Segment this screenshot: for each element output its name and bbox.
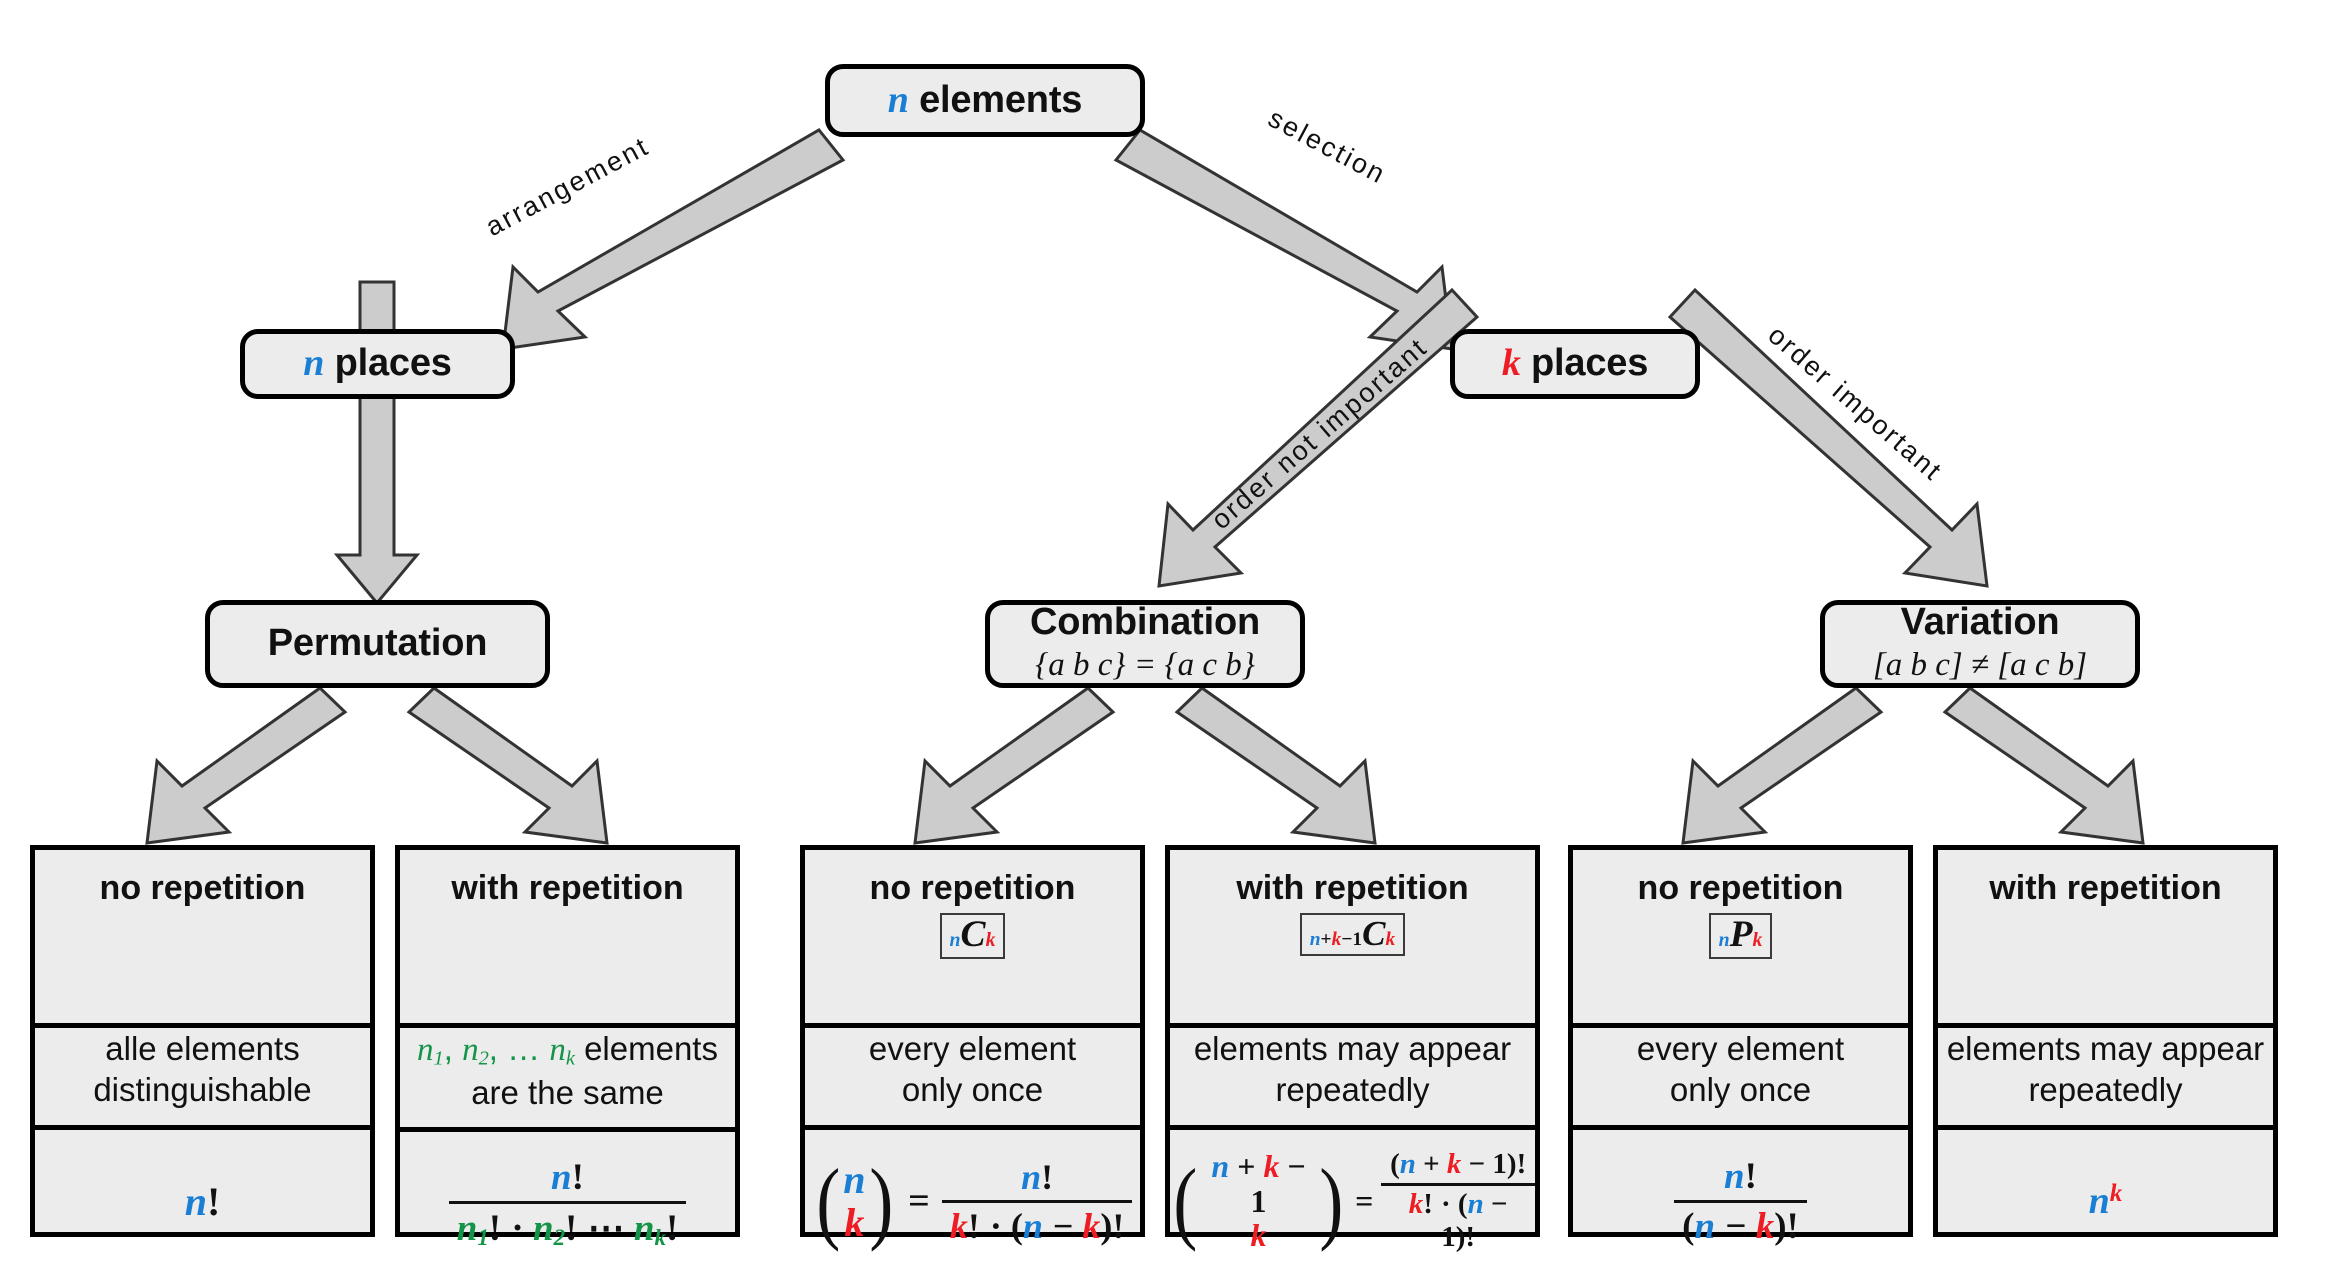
edge-label-order-not-important: order not important [1205,331,1434,536]
leaf-desc-line: elements may appear [1946,1030,2265,1067]
symbol-k: k [1501,342,1521,385]
leaf-top: no repetition nPk [1573,850,1908,1028]
leaf-head: with repetition [1236,869,1469,907]
leaf-description: elements may appear repeatedly [1170,1028,1535,1125]
leaf-desc-line: repeatedly [1275,1071,1430,1109]
leaf-permutation-no-repetition[interactable]: no repetition alle elements distinguisha… [30,845,375,1237]
leaf-formula: nk [1938,1124,2273,1273]
leaf-desc-line: alle elements [105,1030,300,1067]
symbol-n: n [887,78,909,121]
arrow-order-important [1667,287,1989,588]
leaf-formula: ( n k ) = n! k! · (n − k)! [805,1124,1140,1273]
node-variation[interactable]: Variation [a b c] ≠ [a c b] [1820,600,2140,688]
leaf-desc-line: distinguishable [93,1071,312,1109]
arrow-variation-right [1942,686,2145,845]
leaf-desc-line: are the same [471,1074,664,1112]
edge-label-selection: selection [1263,102,1392,190]
leaf-formula: n! (n − k)! [1573,1124,1908,1273]
node-permutation[interactable]: Permutation [205,600,550,688]
leaf-description: alle elements distinguishable [35,1028,370,1125]
leaf-desc-line: every element [1636,1030,1845,1067]
leaf-combination-with-repetition[interactable]: with repetition n+k−1Ck elements may app… [1165,845,1540,1253]
symbol-n: n [303,342,325,385]
arrow-permutation-left [145,686,348,845]
leaf-head: no repetition [1637,869,1844,907]
node-n-elements[interactable]: n elements [825,64,1145,137]
arrow-selection [1113,128,1454,351]
leaf-formula: n! n1! · n2! ⋯ nk! [400,1127,735,1275]
leaf-head: with repetition [1989,869,2222,907]
node-n-elements-label: n elements [887,78,1083,121]
node-combination-title: Combination [1030,601,1260,644]
leaf-top: no repetition nCk [805,850,1140,1028]
leaf-desc-line: every element [868,1030,1077,1067]
arrow-permutation-right [406,686,609,845]
leaf-description: elements may appear repeatedly [1938,1028,2273,1125]
leaf-head: with repetition [451,869,684,907]
node-n-places-text: places [334,342,452,385]
arrow-variation-left [1681,686,1884,845]
node-variation-title: Variation [1900,601,2060,644]
leaf-formula: ( n + k − 1 k ) = (n + k − 1)! k! · (n −… [1170,1124,1535,1273]
leaf-formula: n! [35,1124,370,1273]
leaf-permutation-with-repetition[interactable]: with repetition n1, n2, … nk elements ar… [395,845,740,1250]
arrow-combination-left [913,686,1116,845]
arrow-arrangement [501,128,846,351]
leaf-head: no repetition [99,869,306,907]
leaf-desc-line: only once [1669,1071,1812,1109]
leaf-desc-line: elements may appear [1193,1030,1512,1067]
leaf-top: with repetition [400,850,735,1028]
leaf-description: every element only once [1573,1028,1908,1125]
leaf-combination-no-repetition[interactable]: no repetition nCk every element only onc… [800,845,1145,1247]
leaf-desc-line: repeatedly [2028,1071,2183,1109]
node-k-places-text: places [1531,342,1649,385]
node-combination[interactable]: Combination {a b c} = {a c b} [985,600,1305,688]
notation-nPk: nPk [1708,913,1773,959]
leaf-head: no repetition [869,869,1076,907]
node-k-places-label: k places [1501,342,1649,385]
node-k-places[interactable]: k places [1450,329,1700,399]
leaf-desc-line: n1, n2, … nk elements [417,1030,718,1070]
node-n-places[interactable]: n places [240,329,515,399]
leaf-desc-line: only once [901,1071,1044,1109]
arrow-combination-right [1174,686,1377,845]
notation-npk-1Ck: n+k−1Ck [1299,913,1406,957]
leaf-variation-with-repetition[interactable]: with repetition elements may appear repe… [1933,845,2278,1237]
node-n-places-label: n places [303,342,452,385]
edge-label-order-important: order important [1762,319,1949,488]
notation-nCk: nCk [939,913,1006,959]
node-permutation-title: Permutation [267,622,488,665]
leaf-description: n1, n2, … nk elements are the same [400,1028,735,1127]
edge-label-arrangement: arrangement [480,130,655,243]
node-combination-sub: {a b c} = {a c b} [1035,646,1255,683]
leaf-top: with repetition n+k−1Ck [1170,850,1535,1028]
leaf-top: no repetition [35,850,370,1028]
leaf-top: with repetition [1938,850,2273,1028]
leaf-variation-no-repetition[interactable]: no repetition nPk every element only onc… [1568,845,1913,1247]
leaf-description: every element only once [805,1028,1140,1125]
node-variation-sub: [a b c] ≠ [a c b] [1872,646,2088,683]
node-n-elements-text: elements [919,78,1083,121]
